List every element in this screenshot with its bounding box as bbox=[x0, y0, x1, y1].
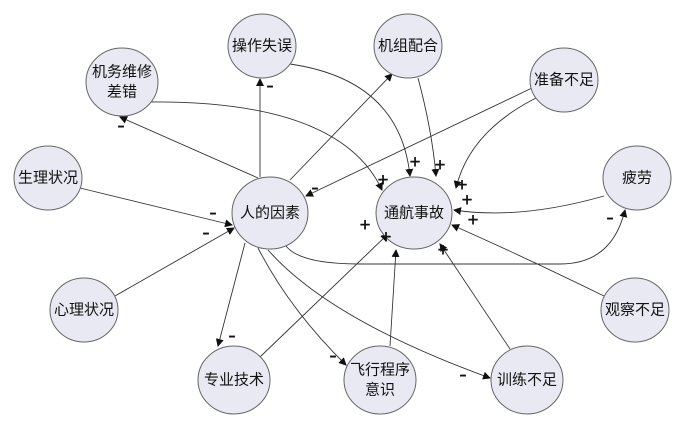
node-crew: 机组配合 bbox=[373, 13, 443, 79]
positive-sign: + bbox=[456, 176, 469, 194]
edge-arrow bbox=[453, 95, 541, 189]
positive-sign: + bbox=[437, 241, 450, 259]
node-label: 通航事故 bbox=[384, 204, 444, 222]
node-label: 准备不足 bbox=[534, 71, 594, 89]
edge-psych-to-human bbox=[114, 227, 235, 297]
node-ellipse bbox=[49, 277, 119, 343]
edge-maint-to-acc bbox=[147, 101, 383, 191]
edge-arrow bbox=[389, 249, 400, 347]
edge-train-to-acc bbox=[439, 243, 511, 350]
positive-sign: + bbox=[461, 191, 474, 209]
node-prep: 准备不足 bbox=[529, 47, 599, 113]
edge-human-to-skill bbox=[215, 242, 246, 347]
negative-sign: – bbox=[228, 327, 236, 345]
negative-sign: – bbox=[202, 224, 210, 242]
node-ellipse bbox=[602, 145, 672, 211]
edge-arrow bbox=[114, 227, 235, 297]
edge-arrow bbox=[257, 247, 347, 366]
node-skill: 专业技术 bbox=[197, 345, 271, 415]
edge-arrow bbox=[215, 242, 246, 347]
node-ellipse bbox=[85, 47, 159, 117]
negative-sign: – bbox=[117, 117, 125, 135]
edge-human-to-train bbox=[267, 249, 491, 380]
node-label: 飞行程序 bbox=[350, 361, 410, 379]
negative-sign: – bbox=[266, 77, 274, 95]
node-label: 机务维修 bbox=[92, 63, 152, 81]
node-ellipse bbox=[227, 13, 297, 79]
edge-arrow bbox=[147, 101, 383, 191]
node-label: 专业技术 bbox=[204, 371, 264, 389]
node-label: 生理状况 bbox=[18, 169, 78, 187]
positive-sign: + bbox=[359, 216, 372, 234]
edge-prep-to-human bbox=[305, 87, 533, 197]
node-label: 操作失误 bbox=[232, 37, 292, 55]
node-label: 疲劳 bbox=[622, 169, 652, 187]
node-label: 心理状况 bbox=[54, 301, 114, 319]
edge-human-to-fatigue bbox=[285, 209, 628, 265]
negative-sign: – bbox=[459, 366, 467, 384]
edge-prep-to-acc bbox=[453, 95, 541, 189]
edge-arrow bbox=[79, 187, 233, 228]
node-ellipse bbox=[490, 345, 564, 415]
edge-arrow bbox=[289, 73, 393, 181]
node-phys: 生理状况 bbox=[13, 145, 83, 211]
node-label: 机组配合 bbox=[378, 37, 438, 55]
edge-arrow bbox=[453, 195, 605, 216]
edge-human-to-maint bbox=[119, 116, 259, 179]
negative-sign: – bbox=[606, 209, 614, 227]
edge-human-to-crew bbox=[289, 73, 393, 181]
node-human: 人的因素 bbox=[231, 176, 309, 250]
node-label: 人的因素 bbox=[240, 204, 300, 222]
positive-sign: + bbox=[409, 153, 422, 171]
edge-skill-to-acc bbox=[259, 233, 389, 358]
node-label: 训练不足 bbox=[497, 371, 557, 389]
edge-arrow bbox=[285, 209, 628, 265]
positive-sign: + bbox=[467, 211, 480, 229]
node-ellipse bbox=[600, 277, 670, 343]
node-op: 操作失误 bbox=[227, 13, 297, 79]
edge-arrow bbox=[259, 233, 389, 358]
edge-arrow bbox=[289, 63, 414, 177]
edge-op-to-acc bbox=[289, 63, 414, 177]
edge-arrow bbox=[267, 249, 491, 380]
node-train: 训练不足 bbox=[490, 345, 564, 415]
negative-sign: – bbox=[209, 204, 217, 222]
node-ellipse bbox=[197, 345, 271, 415]
edge-arrow bbox=[451, 224, 605, 297]
edge-crew-to-acc bbox=[417, 77, 440, 177]
edge-human-to-proc bbox=[257, 247, 347, 366]
node-acc: 通航事故 bbox=[375, 176, 453, 250]
node-ellipse bbox=[343, 345, 417, 415]
edge-proc-to-acc bbox=[389, 249, 400, 347]
node-label: 差错 bbox=[107, 83, 137, 101]
negative-sign: – bbox=[311, 179, 319, 197]
node-obs: 观察不足 bbox=[600, 277, 670, 343]
negative-sign: – bbox=[329, 347, 337, 365]
edge-fatigue-to-acc bbox=[453, 195, 605, 216]
edge-arrow bbox=[417, 77, 440, 177]
positive-sign: + bbox=[434, 156, 447, 174]
node-ellipse bbox=[373, 13, 443, 79]
edge-arrow bbox=[119, 116, 259, 179]
node-ellipse bbox=[529, 47, 599, 113]
edge-arrow bbox=[305, 87, 533, 197]
positive-sign: + bbox=[377, 171, 390, 189]
edge-obs-to-acc bbox=[451, 224, 605, 297]
node-fatigue: 疲劳 bbox=[602, 145, 672, 211]
node-label: 意识 bbox=[365, 381, 395, 399]
node-ellipse bbox=[231, 176, 309, 250]
edge-arrow bbox=[439, 243, 511, 350]
node-label: 观察不足 bbox=[605, 301, 665, 319]
edge-phys-to-human bbox=[79, 187, 233, 228]
positive-sign: + bbox=[380, 228, 393, 246]
node-ellipse bbox=[375, 176, 453, 250]
node-psych: 心理状况 bbox=[49, 277, 119, 343]
node-ellipse bbox=[13, 145, 83, 211]
